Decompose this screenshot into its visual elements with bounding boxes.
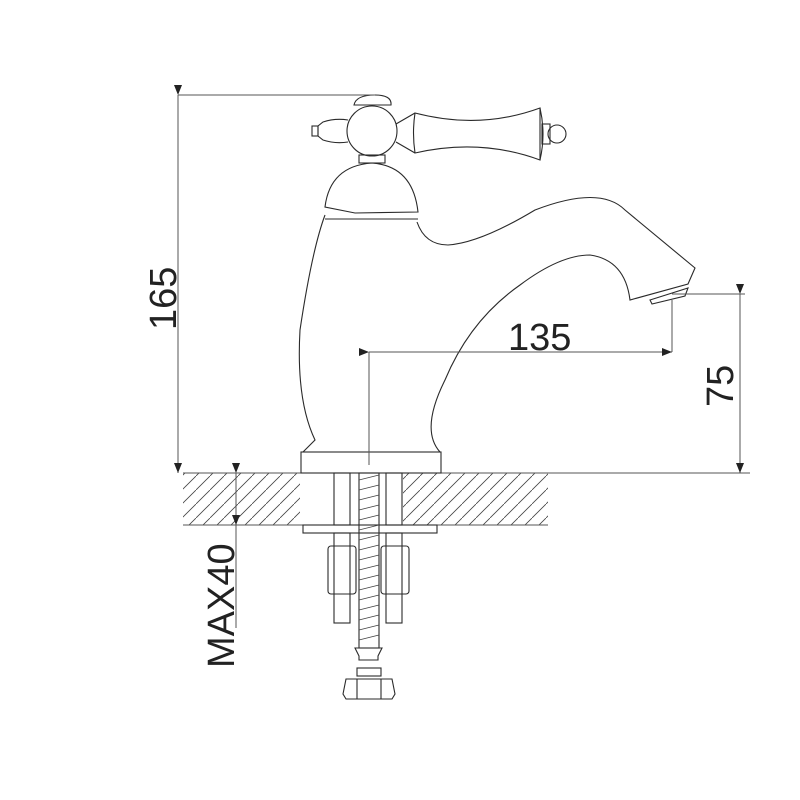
- faucet-body: [298, 196, 696, 474]
- dimension-135: 135: [359, 300, 673, 465]
- mounting-hardware: [302, 472, 438, 700]
- dimension-max40: MAX40: [201, 463, 243, 668]
- spout-height-75-label: 75: [700, 365, 742, 407]
- dome-cap: [324, 162, 419, 220]
- lever-handle: [311, 94, 567, 164]
- height-165-label: 165: [143, 267, 185, 330]
- max40-label: MAX40: [201, 543, 243, 668]
- countertop-section: [183, 472, 750, 526]
- dimension-165: 165: [143, 85, 375, 473]
- dimension-75: 75: [672, 284, 745, 473]
- reach-135-label: 135: [508, 317, 571, 359]
